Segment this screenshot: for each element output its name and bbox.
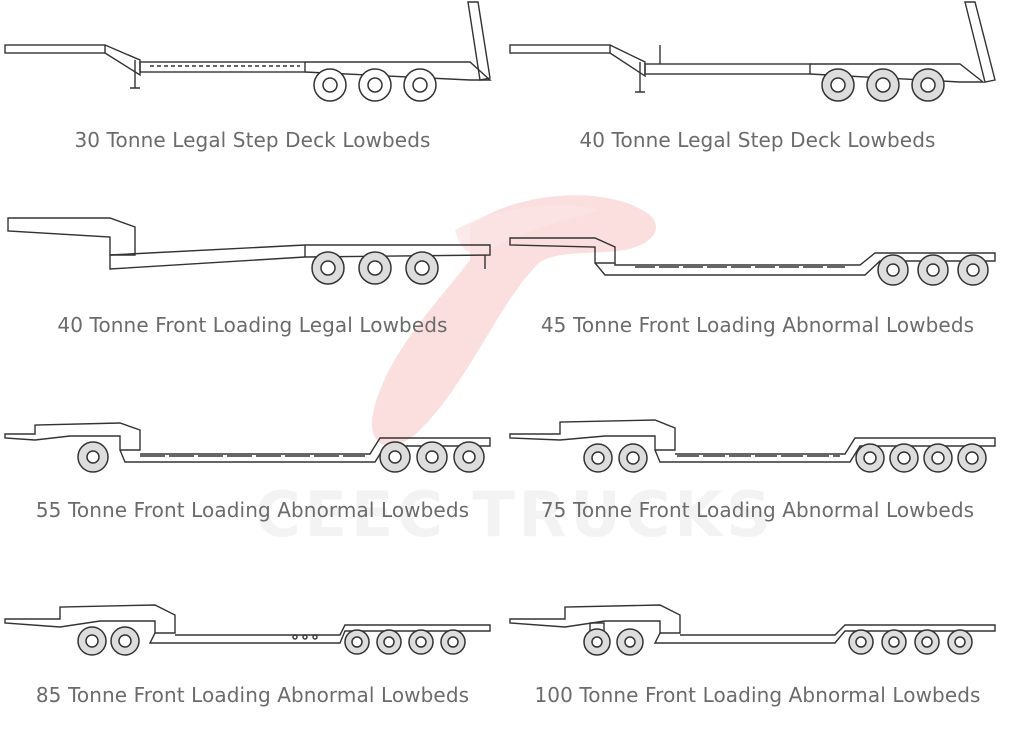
caption-30t-step-deck: 30 Tonne Legal Step Deck Lowbeds [74, 128, 431, 152]
caption-40t-step-deck: 40 Tonne Legal Step Deck Lowbeds [579, 128, 936, 152]
lowbed-item-85t-front-loading-abnormal: 85 Tonne Front Loading Abnormal Lowbeds [0, 555, 505, 740]
caption-40t-front-loading-legal: 40 Tonne Front Loading Legal Lowbeds [57, 313, 448, 337]
lowbed-item-30t-step-deck: 30 Tonne Legal Step Deck Lowbeds [0, 0, 505, 185]
lowbed-30t-drawing [4, 1, 492, 102]
lowbed-item-40t-step-deck: 40 Tonne Legal Step Deck Lowbeds [505, 0, 1010, 185]
lowbed-85t-drawing [4, 604, 491, 656]
caption-85t-front-loading-abnormal: 85 Tonne Front Loading Abnormal Lowbeds [35, 683, 470, 707]
lowbed-40t-step-deck-drawing [509, 1, 996, 102]
lowbed-item-40t-front-loading-legal: 40 Tonne Front Loading Legal Lowbeds [0, 185, 505, 370]
lowbed-item-75t-front-loading-abnormal: 75 Tonne Front Loading Abnormal Lowbeds [505, 370, 1010, 555]
lowbed-item-100t-front-loading-abnormal: 100 Tonne Front Loading Abnormal Lowbeds [505, 555, 1010, 740]
lowbed-item-55t-front-loading-abnormal: 55 Tonne Front Loading Abnormal Lowbeds [0, 370, 505, 555]
lowbed-45t-drawing [509, 237, 996, 286]
caption-75t-front-loading-abnormal: 75 Tonne Front Loading Abnormal Lowbeds [540, 498, 975, 522]
caption-100t-front-loading-abnormal: 100 Tonne Front Loading Abnormal Lowbeds [534, 683, 981, 707]
lowbed-40t-front-loading-drawing [7, 217, 491, 285]
caption-55t-front-loading-abnormal: 55 Tonne Front Loading Abnormal Lowbeds [35, 498, 470, 522]
caption-45t-front-loading-abnormal: 45 Tonne Front Loading Abnormal Lowbeds [540, 313, 975, 337]
lowbed-55t-drawing [4, 422, 491, 473]
lowbed-75t-drawing [509, 419, 996, 473]
lowbed-item-45t-front-loading-abnormal: 45 Tonne Front Loading Abnormal Lowbeds [505, 185, 1010, 370]
lowbed-100t-drawing [509, 604, 996, 656]
